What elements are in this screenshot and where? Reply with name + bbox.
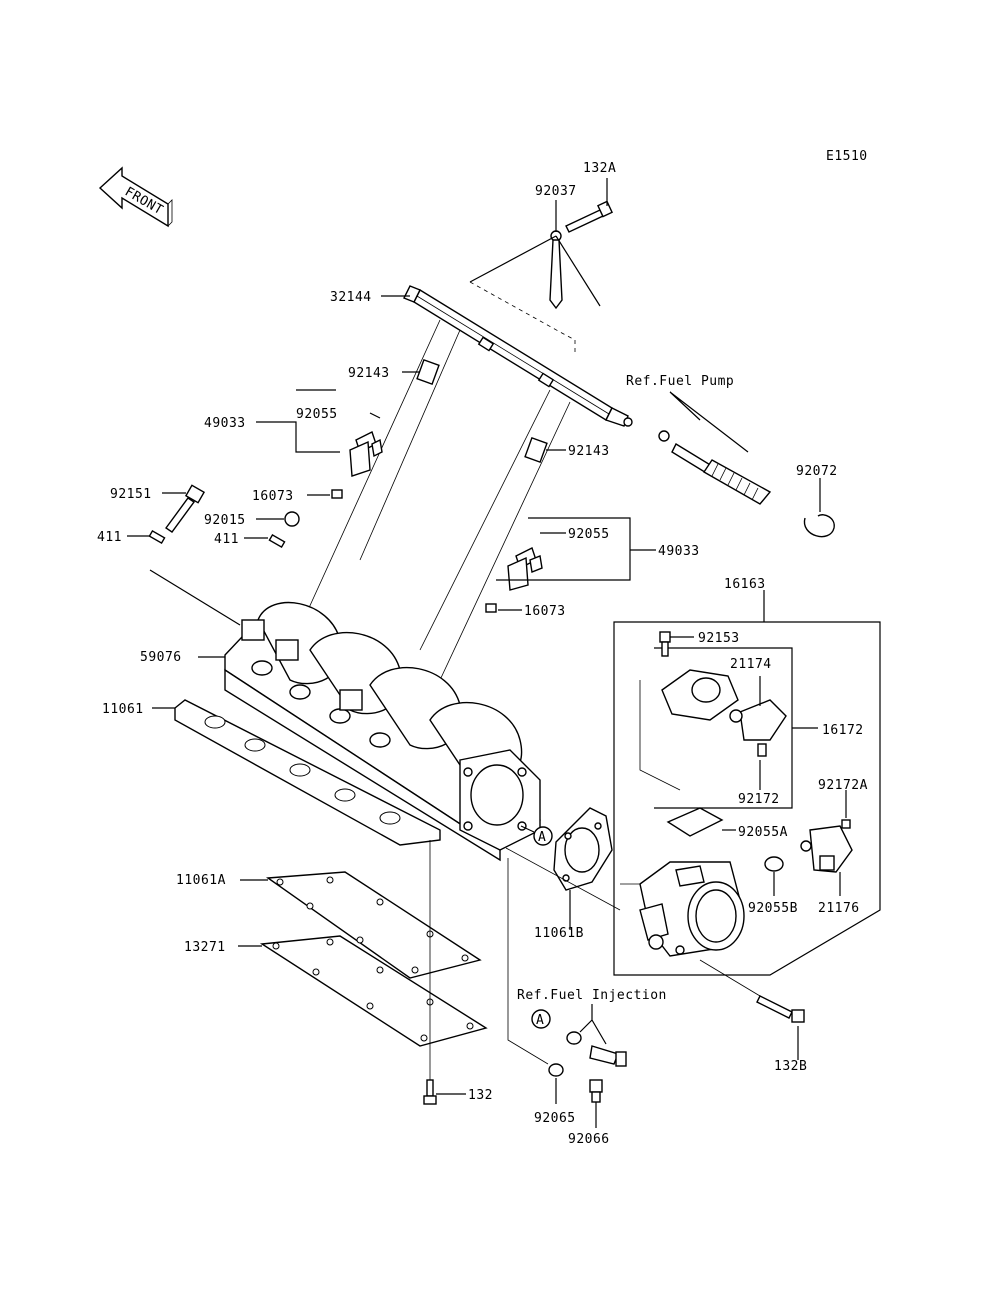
seal-92143-right [524, 436, 548, 464]
washer-drawing [566, 1031, 582, 1045]
clip-411-right-drawing [268, 533, 286, 549]
label-411-left: 411 [97, 530, 122, 545]
nut-92015-drawing [284, 511, 300, 527]
seal-16073-left [331, 489, 343, 499]
label-92143-left: 92143 [348, 366, 390, 381]
callout-a-manifold [533, 826, 553, 846]
injector-left-drawing [349, 431, 383, 477]
callout-a-injection [531, 1009, 551, 1029]
label-92153: 92153 [698, 631, 740, 646]
plug-92066-drawing [589, 1079, 603, 1103]
label-13271: 13271 [184, 940, 226, 955]
label-92055b: 92055B [748, 901, 798, 916]
label-132b: 132B [774, 1059, 807, 1074]
gasket-11061-drawing [174, 699, 441, 846]
label-59076: 59076 [140, 650, 182, 665]
fuel-hose-drawing [658, 430, 772, 505]
gasket-92055a-drawing [666, 807, 724, 837]
label-92072: 92072 [796, 464, 838, 479]
label-92055-left: 92055 [296, 407, 338, 422]
clip-411-left-drawing [148, 529, 166, 545]
bolt-92151-drawing [165, 484, 206, 533]
sensor-injection-drawing [589, 1045, 627, 1067]
intake-manifold-drawing [224, 601, 541, 862]
oring-92055b-drawing [764, 856, 784, 872]
label-92143-right: 92143 [568, 444, 610, 459]
label-411-right: 411 [214, 532, 239, 547]
ref-fuel-pump: Ref.Fuel Pump [626, 374, 734, 389]
label-132: 132 [468, 1088, 493, 1103]
bolt-132b-drawing [756, 995, 805, 1023]
label-92172a: 92172A [818, 778, 868, 793]
label-21176: 21176 [818, 901, 860, 916]
clamp-92072-drawing [803, 514, 835, 538]
idle-actuator-drawing [661, 669, 787, 757]
label-92055a: 92055A [738, 825, 788, 840]
label-92015: 92015 [204, 513, 246, 528]
label-16172: 16172 [822, 723, 864, 738]
front-arrow-icon: FRONT [98, 166, 173, 228]
label-16073-right: 16073 [524, 604, 566, 619]
label-92172: 92172 [738, 792, 780, 807]
label-92037: 92037 [535, 184, 577, 199]
bolt-132-drawing [423, 1079, 437, 1105]
sensor-21176-drawing [800, 825, 853, 873]
fuel-rail-drawing [403, 285, 633, 427]
label-11061: 11061 [102, 702, 144, 717]
label-32144: 32144 [330, 290, 372, 305]
clip-92037-drawing [549, 230, 563, 310]
throttle-body-drawing [620, 861, 745, 957]
seal-92143-left [416, 358, 440, 386]
callout-a-label-2: A [536, 1013, 544, 1028]
label-49033-right: 49033 [658, 544, 700, 559]
label-21174: 21174 [730, 657, 772, 672]
seal-16073-right [485, 603, 497, 613]
label-16163: 16163 [724, 577, 766, 592]
label-132a: 132A [583, 161, 616, 176]
label-92065: 92065 [534, 1111, 576, 1126]
cover-11061a-drawing [266, 871, 482, 979]
ref-fuel-injection: Ref.Fuel Injection [517, 988, 667, 1003]
label-49033-left: 49033 [204, 416, 246, 431]
screw-92172a-drawing [841, 819, 851, 829]
label-92151: 92151 [110, 487, 152, 502]
washer-92065-drawing [548, 1063, 564, 1077]
label-16073-left: 16073 [252, 489, 294, 504]
bolt-92153-drawing [659, 631, 671, 657]
bolt-132a-drawing [565, 200, 613, 233]
gasket-11061b-drawing [553, 807, 613, 891]
label-11061b: 11061B [534, 926, 584, 941]
callout-a-label-1: A [538, 830, 546, 845]
label-11061a: 11061A [176, 873, 226, 888]
injector-right-drawing [507, 547, 543, 591]
diagram-code: E1510 [826, 149, 868, 164]
label-92055-right: 92055 [568, 527, 610, 542]
label-92066: 92066 [568, 1132, 610, 1147]
